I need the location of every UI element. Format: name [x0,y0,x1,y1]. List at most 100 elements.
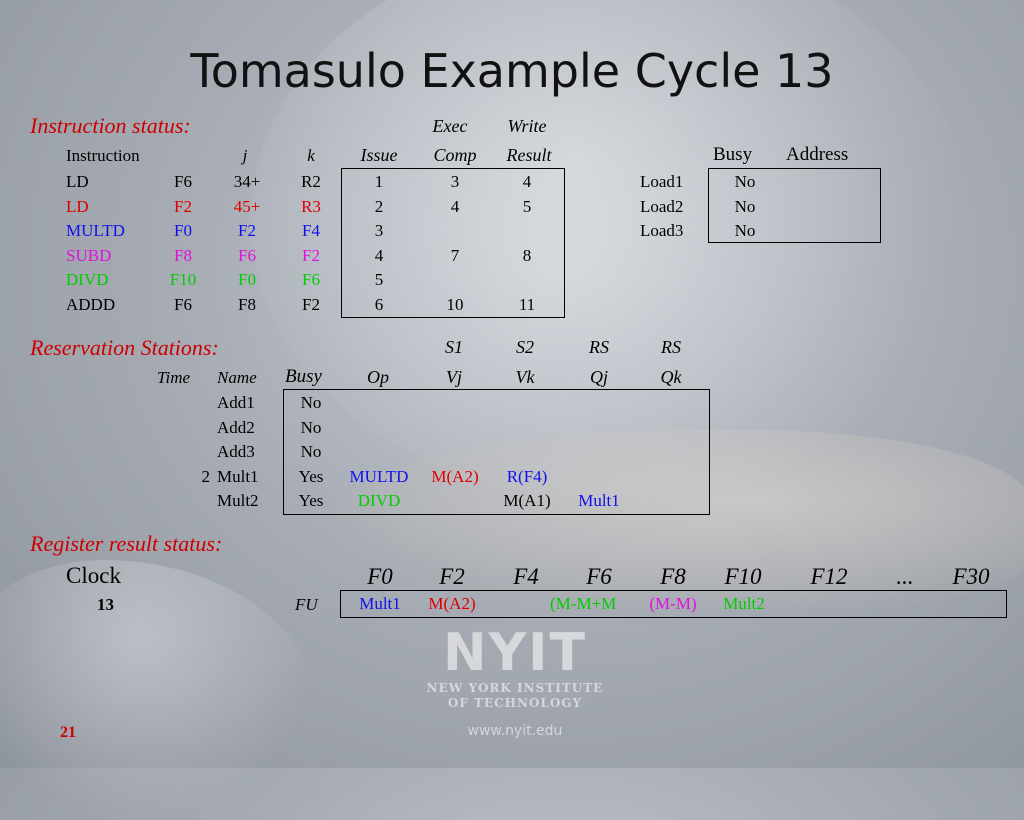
instr-k: R3 [301,196,321,216]
clock-value: 13 [97,595,114,614]
rs-op: DIVD [357,491,401,510]
instr-op: LD [66,196,89,216]
clock-label: Clock [66,563,121,588]
instr-k: F4 [302,221,320,240]
logo-website: www.nyit.edu [467,723,563,739]
instr-dest: F6 [174,294,192,314]
instr-dest: F0 [174,221,192,240]
instr-result: 5 [522,196,532,216]
vk-header: Vk [515,367,535,387]
instr-comp: 3 [450,172,460,191]
instr-j: F0 [238,270,256,289]
globe-background [250,0,970,500]
instr-result: 8 [522,245,532,265]
instr-j: F2 [238,221,256,240]
register-header: F10 [724,564,762,589]
load-busy: No [734,172,756,191]
issue-header: Issue [360,145,398,165]
result-header: Result [506,145,552,165]
instr-issue: 1 [374,172,384,191]
slide-number: 21 [60,724,76,741]
register-header: ... [896,564,914,589]
rs-busy: No [300,417,322,437]
s1-header: S1 [445,337,463,357]
rs-op: MULTD [349,466,409,486]
qj-header: Qj [590,367,608,387]
op-header: Op [367,367,389,387]
register-result-status-label: Register result status: [30,531,223,556]
load-name: Load2 [640,196,684,216]
sleeve-background [0,560,320,820]
rs-name: Mult1 [217,466,259,486]
load-busy-header: Busy [713,144,753,165]
register-header: F6 [586,564,612,589]
logo-wordmark: NYIT [443,623,587,683]
instr-k: F6 [302,270,320,289]
instr-comp: 7 [450,245,460,265]
s2-header: S2 [516,337,534,357]
rs-qj: Mult1 [578,491,620,510]
register-fu-cell: M(A2) [428,594,476,613]
load-name: Load1 [640,172,684,191]
instr-result: 4 [522,172,532,191]
load-busy: No [734,221,756,240]
logo-line2: OF TECHNOLOGY [447,696,583,710]
reservation-stations-label: Reservation Stations: [30,335,219,360]
rs-busy: Yes [298,491,324,510]
load-address-header: Address [786,144,849,165]
rs-busy: No [300,393,322,412]
exec-header: Exec [432,116,468,136]
time-header: Time [157,368,191,387]
instruction-status-box [341,168,565,318]
instruction-header: Instruction [66,146,140,165]
instr-k: F2 [302,245,320,265]
instr-comp: 4 [450,196,460,216]
logo-line1: NEW YORK INSTITUTE [426,681,604,695]
slide-title: Tomasulo Example Cycle 13 [190,44,834,98]
j-header: j [242,146,248,165]
register-header: F30 [952,564,990,589]
instr-issue: 6 [374,294,384,314]
instr-op: SUBD [66,245,112,265]
instr-k: F2 [302,294,320,314]
register-header: F12 [810,564,848,589]
register-header: F0 [367,564,393,589]
instr-op: MULTD [66,221,125,240]
register-header: F2 [439,564,465,589]
qk-header: Qk [660,367,682,387]
instr-dest: F6 [174,172,192,191]
instr-dest: F2 [174,196,192,216]
rs-name: Mult2 [217,491,259,510]
instruction-status-label: Instruction status: [30,113,191,138]
instr-issue: 2 [374,196,384,216]
load-name: Load3 [640,221,684,240]
instr-dest: F8 [174,245,192,265]
instr-issue: 5 [374,270,384,289]
busy-header: Busy [285,366,322,387]
register-header: F8 [660,564,686,589]
rs-time: 2 [201,466,211,486]
register-header: F4 [513,564,539,589]
load-busy: No [734,196,756,216]
register-fu-cell: Mult1 [359,594,401,613]
comp-header: Comp [433,145,477,165]
vj-header: Vj [446,367,462,387]
rs-qk-header: RS [661,337,681,357]
rs-vk: R(F4) [506,466,548,486]
hand-background [330,430,1024,610]
instr-op: ADDD [66,294,116,314]
name-header: Name [217,368,257,387]
instr-dest: F10 [169,270,197,289]
instr-op: DIVD [66,270,109,289]
rs-busy: Yes [298,466,324,486]
instr-j: 45+ [233,196,261,216]
instr-j: F8 [238,294,256,314]
reservation-stations-box [283,389,710,515]
register-fu-cell: (M-M) [649,594,697,613]
instr-j: 34+ [233,172,261,191]
k-header: k [307,146,315,165]
instr-k: R2 [301,172,321,191]
instr-comp: 10 [446,294,464,314]
rs-vk: M(A1) [503,491,551,510]
nyit-logo: NYIT NEW YORK INSTITUTE OF TECHNOLOGY ww… [415,625,615,739]
